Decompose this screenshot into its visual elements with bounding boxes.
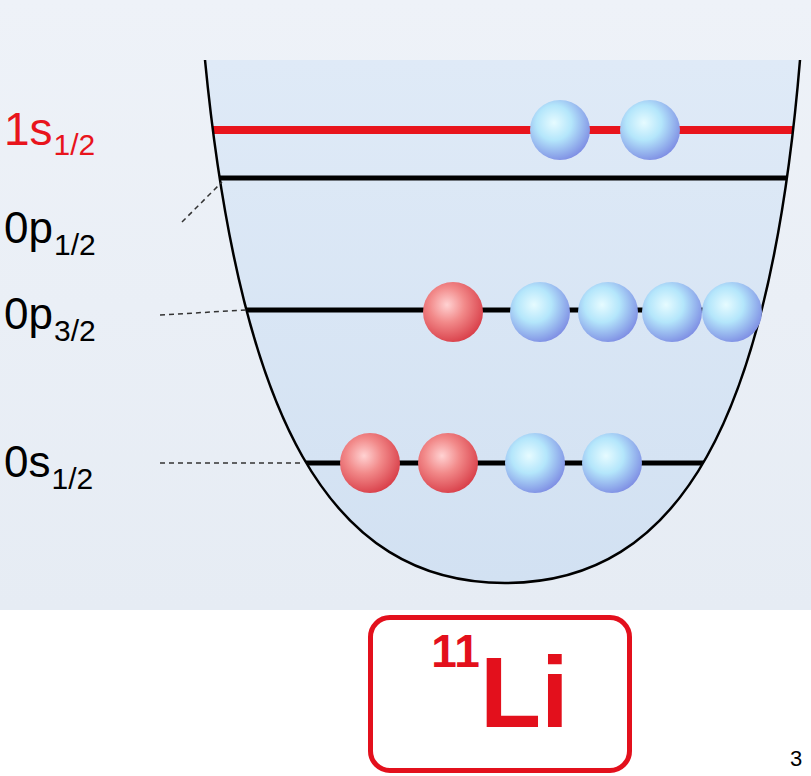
leader-line: [160, 462, 302, 464]
level-0p12-line: [200, 176, 810, 181]
proton: [418, 433, 478, 493]
level-subscript: 1/2: [51, 464, 93, 494]
neutron: [702, 282, 762, 342]
proton: [340, 433, 400, 493]
neutron: [530, 100, 590, 160]
level-1s-line: [200, 126, 810, 134]
level-subscript: 3/2: [54, 316, 96, 346]
proton: [423, 282, 483, 342]
level-subscript: 1/2: [54, 130, 96, 160]
mass-number: 11: [431, 628, 480, 674]
background-panel: [0, 0, 811, 610]
neutron: [642, 282, 702, 342]
leader-line: [182, 182, 222, 222]
level-name: 1s: [4, 106, 53, 152]
neutron: [505, 433, 565, 493]
level-name: 0p: [4, 292, 53, 336]
level-name: 0p: [4, 206, 53, 250]
neutron: [578, 282, 638, 342]
potential-well-outline: [205, 60, 800, 583]
potential-well-fill: [205, 60, 800, 583]
neutron: [582, 433, 642, 493]
leader-line: [160, 310, 246, 315]
neutron: [620, 100, 680, 160]
neutron: [510, 282, 570, 342]
level-name: 0s: [4, 440, 50, 484]
nucleus-name-box: 11Li: [368, 615, 632, 773]
level-subscript: 1/2: [54, 230, 96, 260]
element-symbol: Li: [480, 642, 569, 742]
page-number: 3: [790, 748, 802, 770]
